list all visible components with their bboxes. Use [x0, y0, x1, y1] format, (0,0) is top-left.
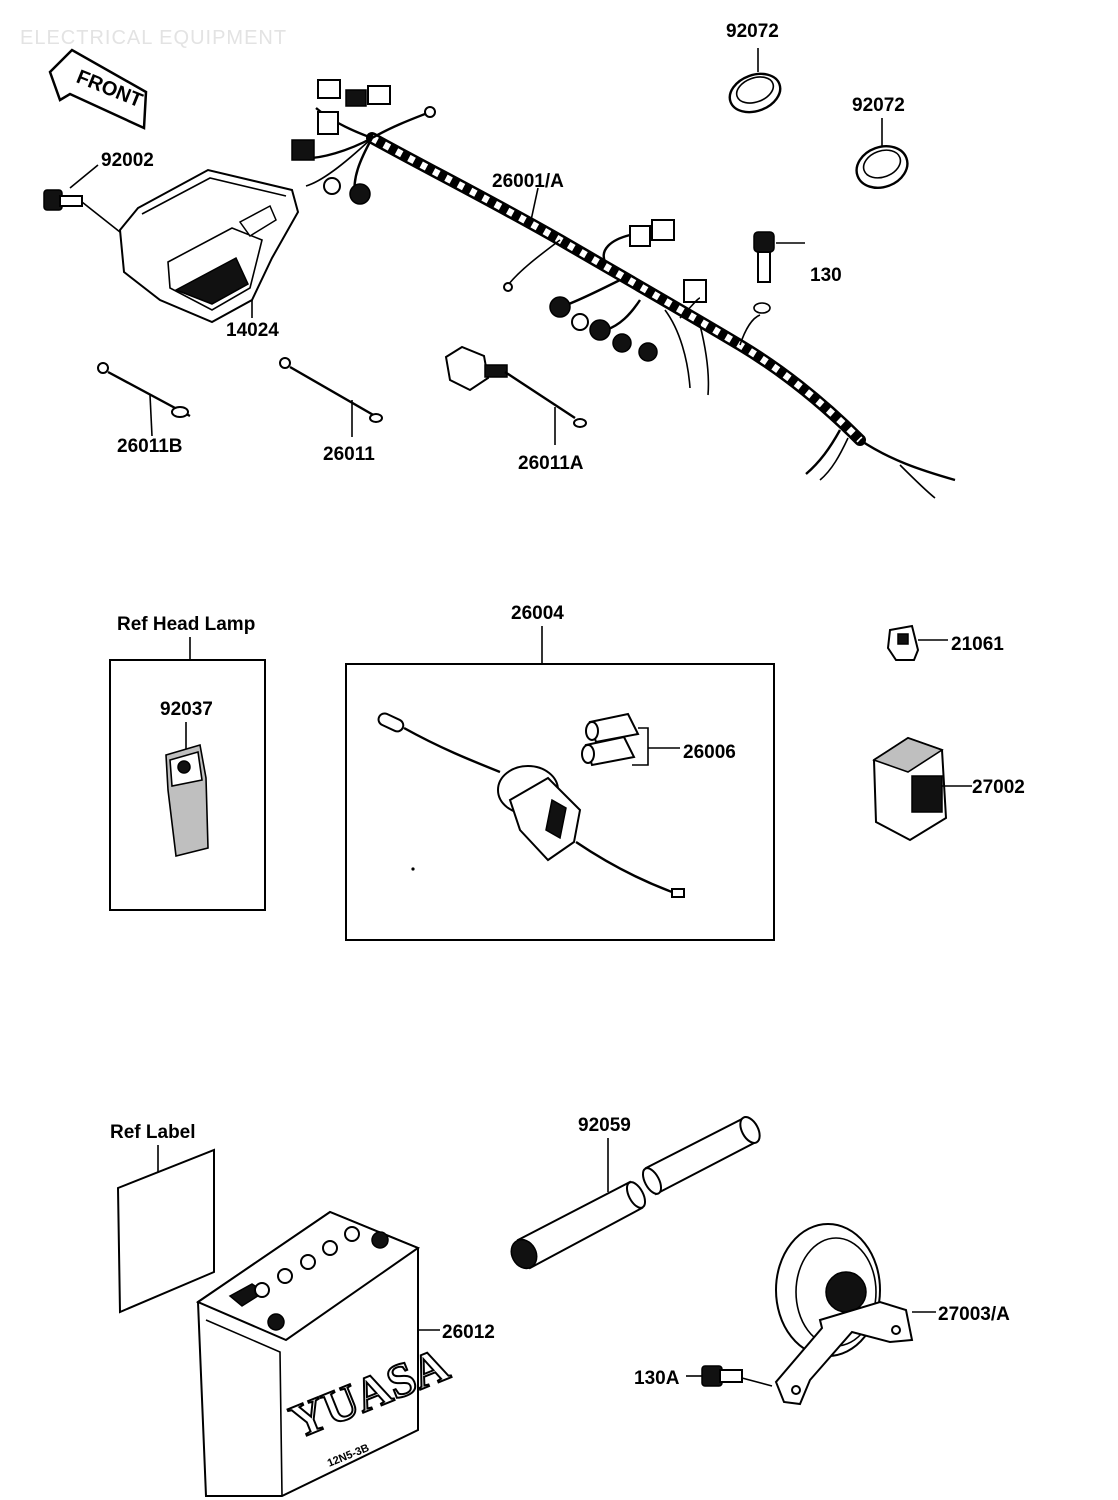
callout-26011a: 26011A	[518, 453, 584, 474]
fuse-holder-26004-box	[345, 663, 775, 941]
horn-27003a-icon	[774, 1223, 936, 1406]
callout-26001a: 26001/A	[492, 171, 564, 192]
callout-26012: 26012	[442, 1322, 495, 1343]
front-arrow-icon: FRONT	[48, 48, 148, 130]
callout-92072-mid: 92072	[852, 95, 905, 116]
fuse-26006-icon	[581, 712, 680, 767]
lead-26011-icon	[279, 357, 383, 437]
callout-92072-top: 92072	[726, 21, 779, 42]
callout-130: 130	[810, 265, 842, 286]
lead-26011a-icon	[444, 345, 587, 445]
warning-label-icon	[116, 1148, 215, 1314]
callout-92059: 92059	[578, 1115, 631, 1136]
callout-21061: 21061	[951, 634, 1004, 655]
callout-130a: 130A	[634, 1368, 680, 1389]
clamp-92072-top-icon	[728, 48, 782, 114]
relay-27002-icon	[872, 736, 972, 842]
battery-26012-icon: YUASA 12N5-3B	[195, 1210, 457, 1497]
bolt-130-icon	[753, 231, 805, 314]
clamp-92072-mid-icon	[855, 118, 909, 189]
fuse-holder-26004-icon	[377, 712, 685, 898]
callout-92002: 92002	[101, 150, 154, 171]
bolt-130a-icon	[686, 1365, 773, 1387]
lead-26011b-icon	[97, 362, 191, 437]
tube-92059-icon	[510, 1116, 761, 1270]
harness-cover-14024-icon	[118, 168, 300, 324]
callout-26004: 26004	[511, 603, 564, 624]
callout-14024: 14024	[226, 320, 279, 341]
diagram-header: ELECTRICAL EQUIPMENT	[20, 27, 287, 49]
callout-27002: 27002	[972, 777, 1025, 798]
callout-26006: 26006	[683, 742, 736, 763]
ref-label-label: Ref Label	[110, 1122, 196, 1143]
bolt-92002-icon	[43, 164, 126, 237]
callout-26011: 26011	[323, 444, 375, 465]
diode-21061-icon	[886, 624, 948, 661]
head-lamp-ref-box	[109, 659, 266, 911]
socket-92037-icon	[165, 722, 209, 857]
ref-head-lamp-label: Ref Head Lamp	[117, 614, 255, 635]
callout-26011b: 26011B	[117, 436, 183, 457]
callout-92037: 92037	[160, 699, 213, 720]
wiring-harness-26001a-icon	[291, 79, 956, 499]
callout-27003a: 27003/A	[938, 1304, 1010, 1325]
